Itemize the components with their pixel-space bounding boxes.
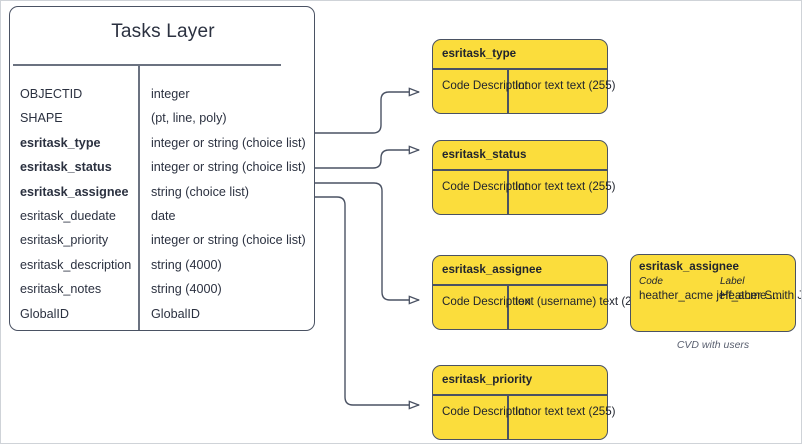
- field-name: esritask_assignee: [20, 184, 129, 199]
- cvd-title: esritask_assignee: [639, 260, 739, 273]
- domain-title: esritask_assignee: [442, 263, 542, 276]
- field-row: esritask_status integer or string (choic…: [10, 160, 316, 184]
- domain-title-divider: [433, 284, 607, 286]
- connector-status: [315, 150, 419, 169]
- domain-field-names: Code Description: [442, 295, 531, 308]
- field-row: OBJECTID integer: [10, 87, 316, 111]
- field-row: esritask_priority integer or string (cho…: [10, 233, 316, 257]
- field-row: GlobalID GlobalID: [10, 307, 316, 331]
- domain-box-esritask-priority: esritask_priority Code Description Int o…: [432, 365, 616, 440]
- field-row: esritask_assignee string (choice list): [10, 185, 316, 209]
- field-type: string (choice list): [151, 184, 249, 199]
- field-name: SHAPE: [20, 111, 63, 126]
- domain-title: esritask_type: [442, 47, 517, 60]
- entity-title: Tasks Layer: [111, 21, 215, 42]
- domain-box-esritask-assignee: esritask_assignee Code Description text …: [432, 255, 648, 330]
- field-type: integer: [151, 87, 190, 101]
- field-type: integer or string (choice list): [151, 233, 306, 248]
- domain-column-divider: [507, 169, 509, 214]
- domain-title-divider: [433, 68, 607, 70]
- field-name: esritask_priority: [20, 233, 109, 248]
- field-row: esritask_description string (4000): [10, 258, 316, 282]
- cvd-header-label: Label: [720, 276, 745, 287]
- domain-title: esritask_priority: [442, 373, 533, 386]
- field-name: esritask_status: [20, 160, 112, 175]
- domain-column-divider: [507, 394, 509, 439]
- connector-priority: [315, 196, 419, 405]
- entity-tasks-layer: Tasks Layer OBJECTID integer SHAPE (pt, …: [9, 6, 315, 331]
- domain-title: esritask_status: [442, 148, 527, 161]
- field-row: esritask_notes string (4000): [10, 282, 316, 306]
- field-name: esritask_type: [20, 135, 101, 150]
- connector-type: [315, 92, 419, 134]
- cvd-label-values: Heather Smith Jeff Walker: [720, 289, 801, 302]
- field-name: GlobalID: [20, 306, 69, 321]
- field-type: (pt, line, poly): [151, 111, 227, 126]
- field-type: integer or string (choice list): [151, 135, 306, 150]
- domain-field-names: Code Description: [442, 79, 531, 92]
- domain-title-divider: [433, 394, 607, 396]
- field-type: date: [151, 208, 176, 223]
- field-name: OBJECTID: [20, 87, 83, 101]
- cvd-caption: CVD with users: [676, 339, 750, 351]
- domain-field-names: Code Description: [442, 180, 531, 193]
- field-type: string (4000): [151, 282, 222, 297]
- domain-box-esritask-type: esritask_type Code Description Int or te…: [432, 39, 616, 114]
- domain-column-divider: [507, 68, 509, 113]
- entity-title-divider: [13, 64, 281, 66]
- field-row: esritask_type integer or string (choice …: [10, 136, 316, 160]
- field-type: string (4000): [151, 257, 222, 272]
- domain-column-divider: [507, 284, 509, 329]
- field-name: esritask_duedate: [20, 208, 116, 223]
- cvd-code-values: heather_acme jeff_acme ....: [639, 289, 783, 302]
- domain-field-types: text (username) text (255): [515, 295, 649, 308]
- field-row: esritask_duedate date: [10, 209, 316, 233]
- field-row: SHAPE (pt, line, poly): [10, 111, 316, 135]
- entity-column-divider: [138, 65, 140, 330]
- field-type: GlobalID: [151, 306, 200, 321]
- domain-box-esritask-status: esritask_status Code Description Int or …: [432, 140, 616, 215]
- cvd-sample-box: esritask_assignee Code Label heather_acm…: [630, 254, 801, 332]
- domain-field-names: Code Description: [442, 405, 531, 418]
- connector-assignee-line: [315, 182, 419, 300]
- field-name: esritask_description: [20, 257, 132, 272]
- domain-title-divider: [433, 169, 607, 171]
- field-type: integer or string (choice list): [151, 160, 306, 175]
- domain-field-types: Int or text text (255): [515, 79, 616, 92]
- cvd-header-code: Code: [639, 276, 663, 287]
- domain-field-types: Int or text text (255): [515, 405, 616, 418]
- field-list: OBJECTID integer SHAPE (pt, line, poly) …: [10, 87, 316, 331]
- field-name: esritask_notes: [20, 282, 102, 297]
- domain-field-types: Int or text text (255): [515, 180, 616, 193]
